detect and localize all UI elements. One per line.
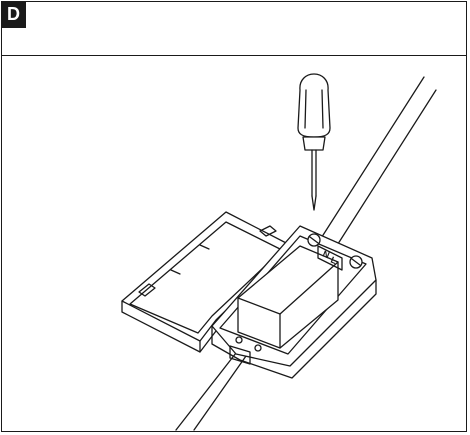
header-divider	[1, 55, 467, 56]
screwdriver-icon	[297, 73, 331, 211]
terminal-neutral-label: N	[321, 249, 331, 261]
terminal-live-label: L	[329, 255, 338, 267]
cable-upper	[317, 76, 437, 251]
panel-label: D	[1, 1, 26, 28]
cable-lower	[175, 352, 247, 431]
junction-box-base	[211, 225, 377, 379]
